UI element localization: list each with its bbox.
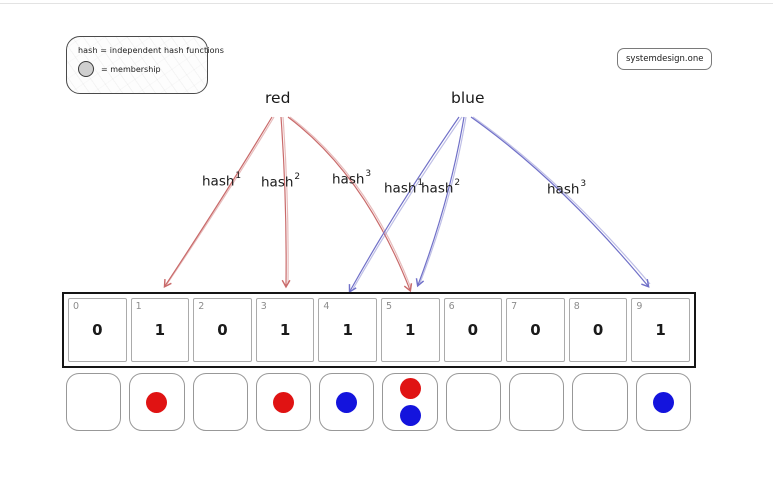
bit-index: 9 [636, 301, 643, 312]
hash-label-blue-3: hash3 [547, 179, 587, 198]
arrow-red-hash2-to-cell3 [280, 116, 291, 289]
arrow-blue-hash3-ghost [472, 116, 651, 285]
bit-value: 0 [592, 321, 604, 339]
bit-value: 1 [279, 321, 291, 339]
membership-slot-1 [129, 373, 185, 431]
hash-label-red-2: hash2 [261, 172, 301, 191]
bit-value: 0 [217, 321, 228, 339]
bit-index: 6 [448, 301, 455, 312]
bit-index: 2 [198, 301, 205, 312]
bit-index: 5 [385, 301, 393, 312]
hash-label-red-1: hash1 [202, 171, 242, 190]
arrow-blue-hash2-ghost [419, 116, 467, 284]
bit-index: 8 [573, 301, 580, 312]
arrow-blue-hash2-to-cell5 [415, 116, 465, 288]
legend-box: hash = independent hash functions = memb… [66, 36, 225, 94]
bit-value: 0 [467, 321, 479, 339]
bit-value: 1 [342, 321, 353, 339]
membership-slot-8 [572, 373, 628, 431]
element-label-red: red [265, 89, 291, 107]
arrow-blue-hash1-to-cell4 [348, 116, 460, 294]
arrow-red-hash2-ghost [282, 116, 289, 285]
arrow-blue-hash1-ghost [352, 116, 463, 290]
blue-dot [399, 405, 421, 426]
hash-label-blue-1: hash1 [384, 178, 424, 197]
membership-circle-icon [78, 61, 94, 77]
bit-value: 1 [154, 321, 166, 339]
hash-label-red-3: hash3 [332, 169, 372, 188]
red-dot [146, 391, 168, 413]
red-dot [399, 378, 421, 399]
bit-index: 1 [135, 301, 142, 312]
membership-slot-4 [319, 373, 375, 431]
blue-dot [336, 391, 358, 413]
top-hairline [0, 3, 773, 4]
blue-dot [652, 391, 674, 413]
legend-membership-definition: = membership [101, 64, 161, 74]
brand-badge: systemdesign.one [617, 48, 713, 70]
arrow-blue-hash3-to-cell9 [470, 116, 650, 288]
bit-value: 1 [655, 321, 666, 339]
arrow-red-hash1-ghost [166, 116, 275, 285]
membership-slot-7 [509, 373, 565, 431]
bit-value: 0 [530, 321, 541, 339]
hash-label-blue-2: hash2 [421, 178, 461, 197]
red-dot [273, 391, 295, 413]
bit-index: 3 [260, 301, 267, 312]
membership-slot-5 [382, 373, 438, 431]
arrow-red-hash1-to-cell1 [163, 116, 273, 289]
bit-index: 4 [323, 301, 330, 312]
bit-index: 7 [511, 301, 518, 312]
membership-row [64, 373, 693, 431]
legend-hash-definition: hash = independent hash functions [78, 46, 225, 55]
membership-slot-2 [192, 373, 248, 431]
element-label-blue: blue [451, 89, 485, 107]
bit-value: 1 [405, 321, 416, 339]
membership-slot-6 [445, 373, 502, 431]
membership-slot-9 [635, 373, 691, 431]
membership-slot-3 [255, 373, 312, 431]
membership-slot-0 [66, 373, 122, 431]
bit-index: 0 [73, 301, 80, 312]
bit-value: 0 [92, 321, 103, 339]
arrow-red-hash3-ghost [289, 116, 412, 289]
arrow-red-hash3-to-cell5 [287, 116, 413, 293]
